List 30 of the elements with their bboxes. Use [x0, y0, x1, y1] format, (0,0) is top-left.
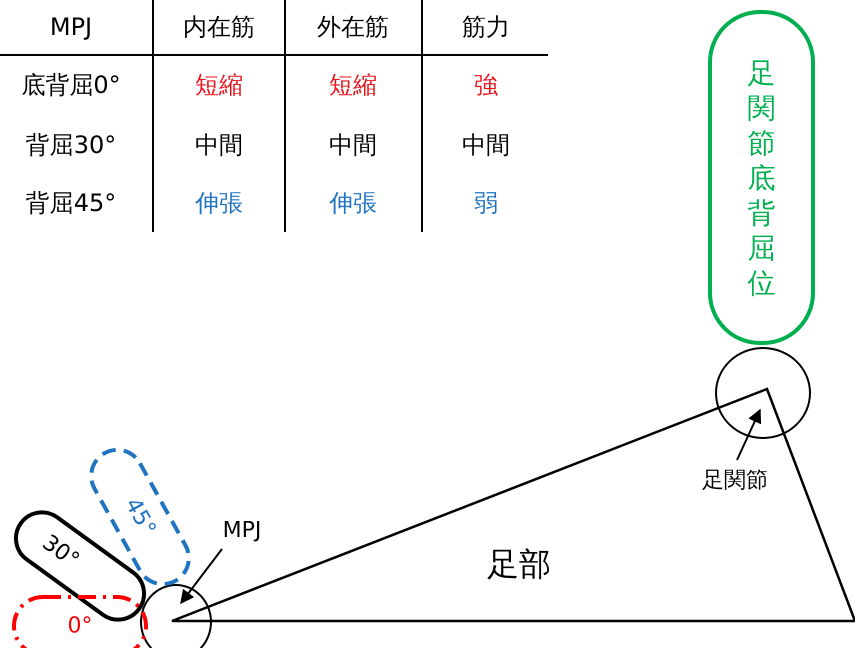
column-header: 外在筋 — [316, 12, 390, 42]
posture-label-box — [708, 10, 815, 345]
column-header: 筋力 — [461, 12, 511, 42]
column-header: MPJ — [48, 12, 94, 42]
angle-label: 0° — [68, 614, 92, 638]
table-value: 伸張 — [328, 188, 378, 218]
angle-label: 30° — [37, 530, 84, 574]
table-value: 短縮 — [194, 70, 244, 100]
table-value: 中間 — [194, 130, 244, 160]
joint-circle — [140, 584, 212, 648]
table-value: 伸張 — [194, 188, 244, 218]
angle-label: 45° — [120, 494, 160, 540]
leader-arrow — [180, 548, 223, 604]
row-header: 底背屈0° — [20, 70, 122, 100]
table-value: 中間 — [461, 130, 511, 160]
table-value: 中間 — [328, 130, 378, 160]
column-header: 内在筋 — [182, 12, 256, 42]
joint-name: 足関節 — [690, 465, 780, 497]
joint-name: MPJ — [212, 516, 272, 546]
leader-arrow — [736, 408, 762, 460]
posture-text: 足関節底背屈位 — [746, 55, 776, 300]
table-value: 強 — [473, 70, 499, 100]
row-header: 背屈45° — [24, 188, 118, 218]
foot-label: 足部 — [487, 544, 551, 585]
joint-circle — [715, 347, 811, 439]
table-value: 短縮 — [328, 70, 378, 100]
row-header: 背屈30° — [24, 130, 118, 160]
foot-triangle — [172, 388, 855, 622]
table-value: 弱 — [473, 188, 499, 218]
position-pill — [12, 595, 148, 648]
